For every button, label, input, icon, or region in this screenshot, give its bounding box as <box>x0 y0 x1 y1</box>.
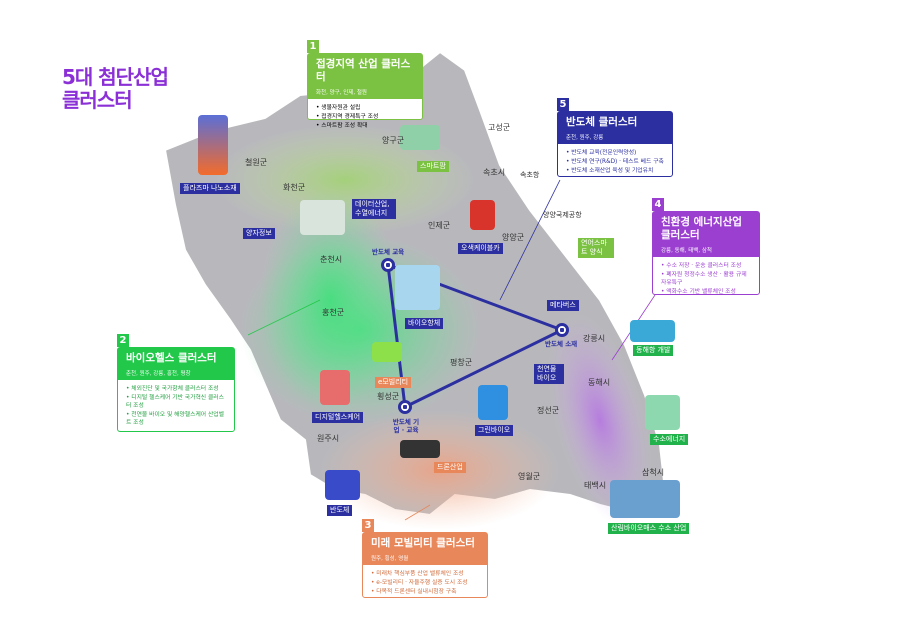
region-label: 춘천시 <box>320 255 343 264</box>
region-label: 양구군 <box>382 136 405 145</box>
region-label: 평창군 <box>450 358 473 367</box>
tag-hydrogen: 수소에너지 <box>650 434 689 445</box>
plasma-illustration <box>198 115 228 175</box>
solar-illustration <box>610 480 680 518</box>
tag-data-industry: 데이터산업, 수열에너지 <box>352 199 396 219</box>
region-label: 삼척시 <box>642 468 665 477</box>
region-label: 인제군 <box>428 221 451 230</box>
node-label: 반도체 소재 <box>545 340 578 348</box>
node-label: 반도체 기업 · 교육 <box>392 418 420 434</box>
region-label: 태백시 <box>584 481 607 490</box>
tag-donghae-port: 동해항 개발 <box>633 345 674 356</box>
port-illustration <box>630 320 675 342</box>
region-label: 동해시 <box>588 378 611 387</box>
region-label: 양양군 <box>502 233 525 242</box>
green-bio-illustration <box>478 385 508 420</box>
region-label: 화천군 <box>283 183 306 192</box>
semiconductor-material-node <box>555 323 569 337</box>
region-label: 횡성군 <box>377 392 400 401</box>
tag-bio-antibody: 바이오항체 <box>405 318 444 329</box>
tag-forest-biomass: 산림바이오매스 수소 산업 <box>608 523 690 534</box>
semiconductor-education-node <box>381 258 395 272</box>
chip-illustration <box>325 470 360 500</box>
tag-sokcho-port: 속초항 <box>520 171 540 179</box>
tag-e-mobility: e모빌리티 <box>375 377 412 388</box>
digital-health-illustration <box>320 370 350 405</box>
tag-quantum: 양자정보 <box>243 228 275 239</box>
tag-metaverse: 메타버스 <box>547 300 579 311</box>
tag-green-bio: 그린바이오 <box>475 425 514 436</box>
tag-smartfarm: 스마트팜 <box>417 161 449 172</box>
region-label: 정선군 <box>537 406 560 415</box>
datacenter-illustration <box>300 200 345 235</box>
semiconductor-enterprise-node <box>398 400 412 414</box>
region-label: 원주시 <box>317 434 340 443</box>
cablecar-illustration <box>470 200 495 230</box>
region-label: 영월군 <box>518 472 541 481</box>
region-label: 철원군 <box>245 158 268 167</box>
node-label: 반도체 교육 <box>372 248 405 256</box>
region-label: 홍천군 <box>322 308 345 317</box>
bio-lab-illustration <box>395 265 440 310</box>
car-illustration <box>372 342 402 362</box>
region-label: 속초시 <box>483 168 506 177</box>
tag-natural-bio: 천연물 바이오 <box>534 364 564 384</box>
region-label: 강릉시 <box>583 334 606 343</box>
tag-digital-health: 디지털헬스케어 <box>312 412 364 423</box>
tag-drone: 드론산업 <box>434 462 466 473</box>
region-label: 고성군 <box>488 123 511 132</box>
hydrogen-illustration <box>645 395 680 430</box>
tag-salmon: 연어스마트 양식 <box>578 238 614 258</box>
tag-plasma: 플라즈마 나노소재 <box>180 183 240 194</box>
tag-airport: 양양국제공항 <box>543 211 582 219</box>
tag-cablecar: 오색케이블카 <box>458 243 503 254</box>
drone-illustration <box>400 440 440 458</box>
tag-semiconductor: 반도체 <box>327 505 353 516</box>
